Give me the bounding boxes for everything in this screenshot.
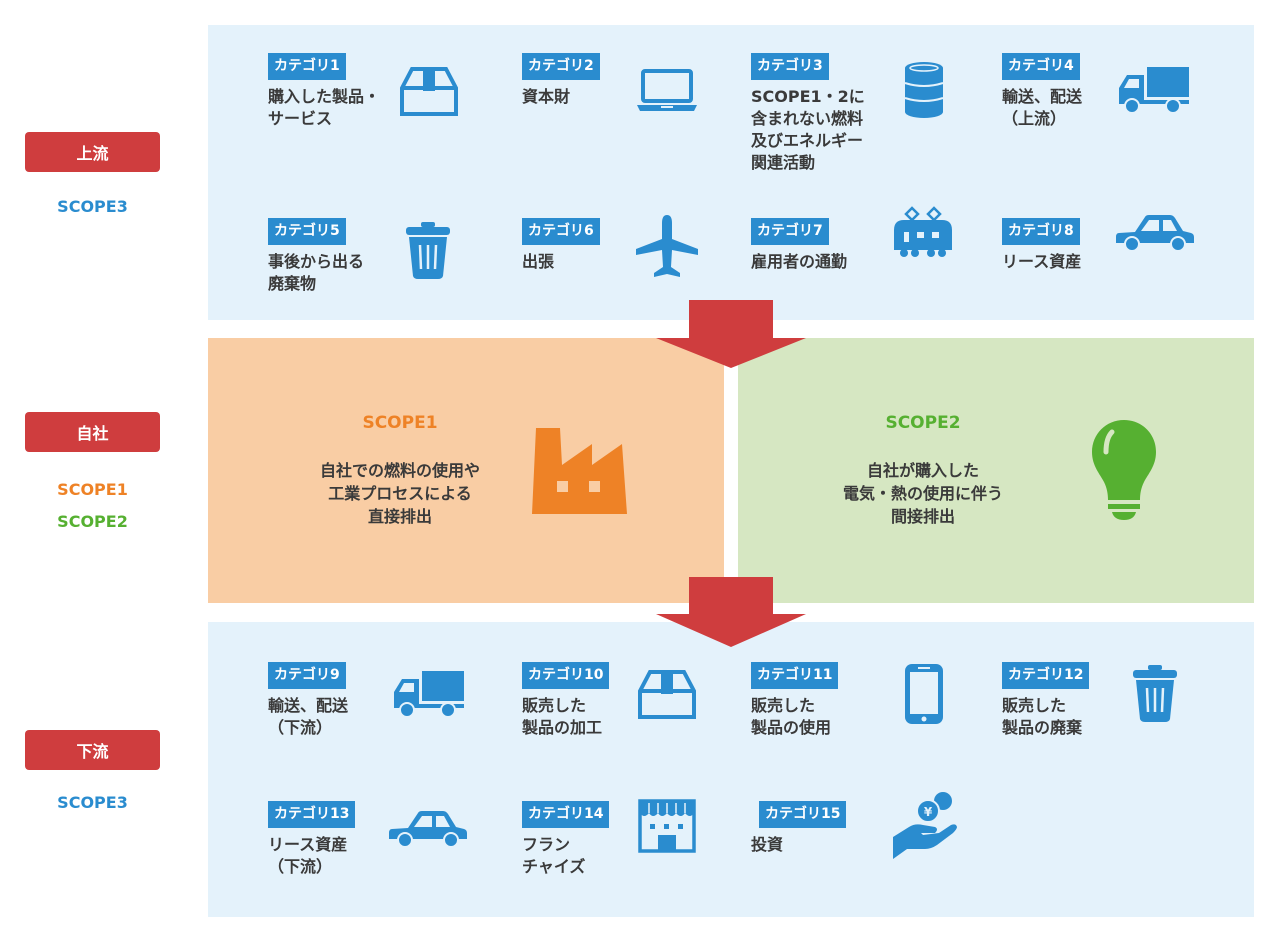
trash-can-icon <box>406 222 450 279</box>
category-card-11: カテゴリ11 販売した 製品の使用 <box>751 662 981 782</box>
category-description: フラン チャイズ <box>522 835 586 876</box>
smartphone-icon <box>905 664 943 724</box>
scope2-title: SCOPE2 <box>885 413 961 433</box>
category-tag: カテゴリ10 <box>522 662 610 689</box>
category-description: 投資 <box>751 835 784 854</box>
upstream-badge: 上流 <box>25 132 160 172</box>
category-tag: カテゴリ1 <box>268 53 346 80</box>
category-card-10: カテゴリ10 販売した 製品の加工 <box>522 662 752 782</box>
category-tag: カテゴリ3 <box>751 53 829 80</box>
category-tag: カテゴリ5 <box>268 218 346 245</box>
category-description: 出張 <box>522 252 555 271</box>
train-icon <box>894 206 952 257</box>
category-tag: カテゴリ11 <box>751 662 839 689</box>
svg-text:¥: ¥ <box>924 805 933 819</box>
category-card-14: カテゴリ14 フラン チャイズ <box>522 799 752 921</box>
category-card-13: カテゴリ13 リース資産 （下流） <box>268 801 498 921</box>
category-tag: カテゴリ4 <box>1002 53 1080 80</box>
category-description: 輸送、配送 （下流） <box>268 696 349 737</box>
car-icon <box>1116 215 1194 252</box>
investment-hand-yen-icon: ¥ <box>893 792 957 859</box>
category-tag: カテゴリ7 <box>751 218 829 245</box>
arrow-down-company-to-downstream <box>656 577 806 647</box>
category-card-9: カテゴリ9 輸送、配送 （下流） <box>268 662 498 782</box>
company-badge: 自社 <box>25 412 160 452</box>
category-tag: カテゴリ13 <box>268 801 356 828</box>
category-description: リース資産 （下流） <box>268 835 348 876</box>
category-description: 販売した 製品の加工 <box>522 696 603 737</box>
store-icon <box>638 799 696 853</box>
category-description: 資本財 <box>522 87 571 106</box>
laptop-icon <box>637 69 697 111</box>
category-tag: カテゴリ14 <box>522 801 610 828</box>
category-tag: カテゴリ15 <box>759 801 847 828</box>
trash-can-icon <box>1133 665 1177 722</box>
airplane-icon <box>636 215 698 277</box>
scope1-title: SCOPE1 <box>362 413 438 433</box>
scope2-description: 自社が購入した 電気・熱の使用に伴う 間接排出 <box>842 461 1003 526</box>
oil-drum-icon <box>904 62 944 118</box>
company-scope2-label: SCOPE2 <box>57 512 128 531</box>
downstream-badge: 下流 <box>25 730 160 770</box>
category-card-2: カテゴリ2 資本財 <box>522 53 752 173</box>
category-card-3: カテゴリ3 SCOPE1・2に 含まれない燃料 及びエネルギー 関連活動 <box>751 53 981 173</box>
scope1-panel <box>208 338 724 603</box>
category-tag: カテゴリ8 <box>1002 218 1080 245</box>
category-card-1: カテゴリ1 購入した製品・ サービス <box>268 53 498 173</box>
category-description: 購入した製品・ サービス <box>268 87 381 128</box>
category-tag: カテゴリ9 <box>268 662 346 689</box>
category-description: 雇用者の通勤 <box>751 252 848 271</box>
category-description: 輸送、配送 （上流） <box>1002 87 1083 128</box>
category-description: SCOPE1・2に 含まれない燃料 及びエネルギー 関連活動 <box>751 87 865 172</box>
truck-icon <box>394 671 464 718</box>
category-tag: カテゴリ12 <box>1002 662 1090 689</box>
arrow-down-upstream-to-company <box>656 300 806 368</box>
box-icon <box>638 670 696 719</box>
category-card-5: カテゴリ5 事後から出る 廃棄物 <box>268 218 498 338</box>
category-card-7: カテゴリ7 雇用者の通勤 <box>751 206 981 338</box>
car-icon <box>389 811 467 848</box>
category-card-6: カテゴリ6 出張 <box>522 215 752 338</box>
scope1-description: 自社での燃料の使用や 工業プロセスによる 直接排出 <box>319 461 480 526</box>
truck-icon <box>1119 67 1189 114</box>
category-description: 販売した 製品の使用 <box>751 696 832 737</box>
category-card-12: カテゴリ12 販売した 製品の廃棄 <box>1002 662 1232 782</box>
category-description: 販売した 製品の廃棄 <box>1002 696 1083 737</box>
category-tag: カテゴリ2 <box>522 53 600 80</box>
downstream-scope3-label: SCOPE3 <box>57 793 128 812</box>
category-card-4: カテゴリ4 輸送、配送 （上流） <box>1002 53 1232 173</box>
upstream-scope3-label: SCOPE3 <box>57 197 128 216</box>
box-icon <box>400 67 458 116</box>
category-description: 事後から出る 廃棄物 <box>268 252 365 293</box>
category-card-15: カテゴリ15 投資 ¥ <box>751 792 981 921</box>
company-scope1-label: SCOPE1 <box>57 480 128 499</box>
category-description: リース資産 <box>1002 252 1082 271</box>
light-bulb-icon <box>1092 420 1156 520</box>
factory-icon <box>532 428 627 514</box>
category-tag: カテゴリ6 <box>522 218 600 245</box>
category-card-8: カテゴリ8 リース資産 <box>1002 215 1232 338</box>
scope2-panel <box>738 338 1254 603</box>
